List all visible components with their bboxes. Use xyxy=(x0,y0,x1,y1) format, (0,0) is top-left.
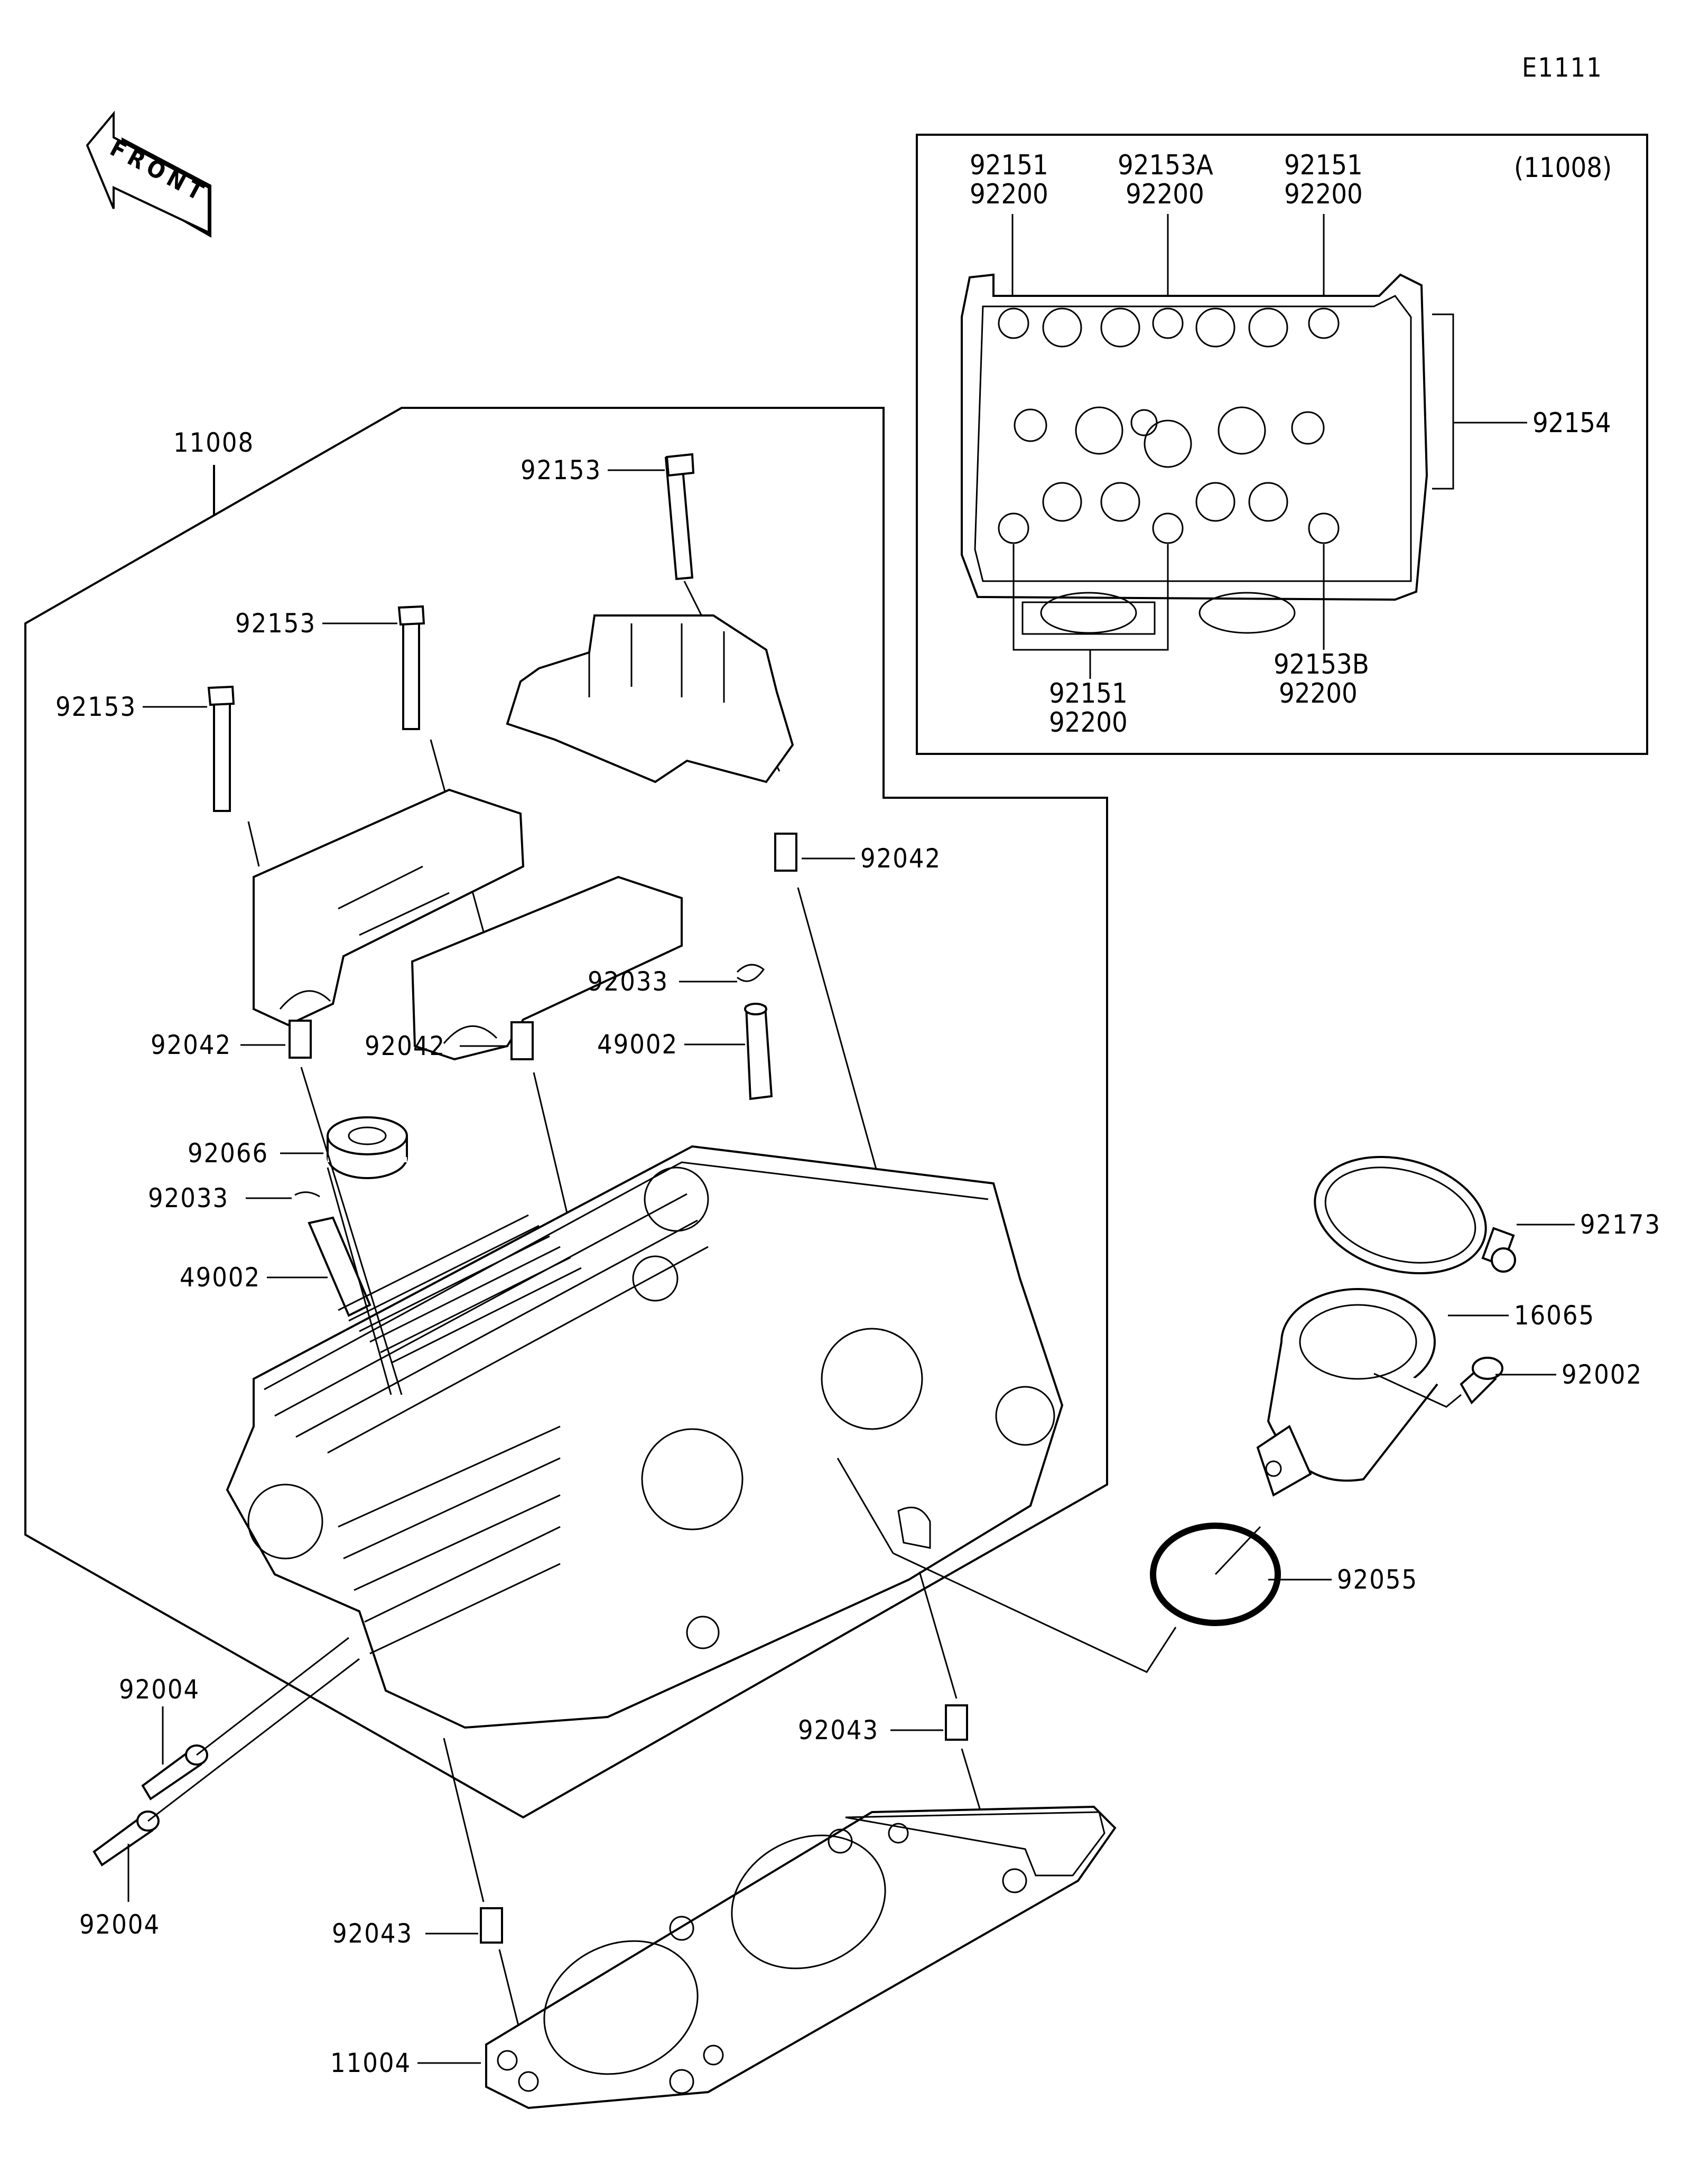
callout-holder: 16065 xyxy=(1514,1300,1595,1331)
inset-callout-1-line2: 92200 xyxy=(970,179,1048,210)
intake-clamp: 92173 xyxy=(1314,1155,1661,1275)
callout-clamp: 92173 xyxy=(1580,1209,1661,1240)
callout-oring: 92055 xyxy=(1337,1564,1418,1595)
inset-callout-2-line1: 92153A xyxy=(1118,150,1213,181)
cam-holder-center xyxy=(506,614,794,783)
o-ring: 92055 xyxy=(837,1458,1418,1673)
inset-bottom-callout-2-line2: 92200 xyxy=(1279,678,1358,710)
figure-code: E1111 xyxy=(1522,52,1603,83)
callout-dowel-mid: 92042 xyxy=(365,1031,445,1061)
valve-clip-right: 92033 xyxy=(588,964,765,997)
callout-screw: 92002 xyxy=(1562,1359,1642,1390)
callout-clip-left: 92033 xyxy=(148,1183,229,1214)
callout-guide-left: 49002 xyxy=(180,1262,261,1293)
inset-bottom-callout-1-line2: 92200 xyxy=(1049,707,1128,739)
dowel-pin: 92042 xyxy=(774,833,941,1173)
dowel-pin-lower: 92043 xyxy=(332,1738,522,2034)
callout-dowel-left: 92042 xyxy=(151,1030,231,1060)
dowel-pin: 92042 xyxy=(365,1021,582,1274)
valve-guide-right: 49002 xyxy=(597,1003,773,1100)
head-gasket: 11004 xyxy=(330,1805,1117,2110)
callout-bolt-b: 92153 xyxy=(235,608,316,639)
inset-assembly-ref: (11008) xyxy=(1514,152,1612,184)
throttle-body-holder: 16065 xyxy=(1256,1288,1595,1497)
callout-clip-right: 92033 xyxy=(588,966,668,997)
cam-cap-bolt: 92153 xyxy=(55,685,260,867)
cam-holder-left xyxy=(253,788,525,1026)
callout-stud-top: 92004 xyxy=(119,1674,200,1705)
stud-bolt: 92004 xyxy=(119,1637,349,1800)
inset-callout-right: 92154 xyxy=(1532,407,1611,439)
callout-dowel-right: 92042 xyxy=(860,843,941,874)
plug: 92066 xyxy=(188,1116,408,1179)
assembly-boundary: 11008 xyxy=(24,407,1108,1819)
callout-bolt-c: 92153 xyxy=(55,692,136,722)
callout-gasket: 11004 xyxy=(330,2048,411,2078)
inset-bottom-callout-2-line1: 92153B xyxy=(1274,649,1369,680)
dowel-pin: 92042 xyxy=(151,1020,312,1060)
inset-callout-3-line1: 92151 xyxy=(1284,150,1363,181)
inset-cylinder-head-top-view: (11008) 92151 92200 92153A 92200 92151 9… xyxy=(916,134,1648,755)
inset-callout-1-line1: 92151 xyxy=(970,150,1048,181)
callout-stud-bottom: 92004 xyxy=(79,1909,160,1940)
callout-guide-right: 49002 xyxy=(597,1029,678,1060)
cam-holder-middle xyxy=(411,875,683,1061)
inset-callout-3-line2: 92200 xyxy=(1284,179,1363,210)
cylinder-head xyxy=(226,1145,1064,1729)
valve-guide-left: 49002 xyxy=(180,1216,371,1317)
inset-bottom-callout-1-line1: 92151 xyxy=(1049,678,1128,710)
front-arrow-icon: FRONT xyxy=(86,110,212,238)
assembly-label: 11008 xyxy=(173,427,254,458)
callout-dowel-lower-right: 92043 xyxy=(798,1715,879,1746)
holder-screw: 92002 xyxy=(1373,1357,1642,1408)
valve-clip-left: 92033 xyxy=(148,1183,320,1214)
callout-bolt-a: 92153 xyxy=(521,455,601,486)
callout-plug: 92066 xyxy=(188,1138,268,1169)
inset-callout-2-line2: 92200 xyxy=(1126,179,1204,210)
callout-dowel-lower-left: 92043 xyxy=(332,1918,413,1949)
stud-bolt: 92004 xyxy=(79,1658,360,1940)
cam-cap-bolt: 92153 xyxy=(235,605,490,951)
